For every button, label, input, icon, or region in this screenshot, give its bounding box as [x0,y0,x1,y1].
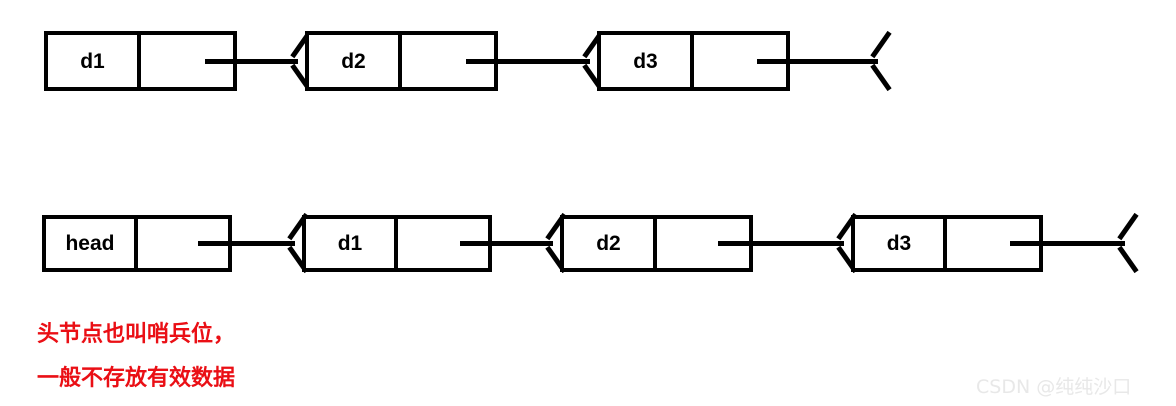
arrow-shaft [757,59,878,64]
node-row2-d2: d2 [560,215,753,272]
node-data-cell: d2 [564,219,657,268]
arrow-shaft [1010,241,1125,246]
node-label: d1 [80,49,105,73]
node-row1-d1: d1 [44,31,237,91]
arrow-shaft [466,59,590,64]
node-data-cell: d3 [601,35,694,87]
node-row2-head: head [42,215,232,272]
node-data-cell: d1 [48,35,141,87]
node-label: d2 [596,232,621,255]
arrow-head-lower [870,63,892,92]
arrow-shaft [205,59,298,64]
node-data-cell: d3 [855,219,947,268]
node-data-cell: head [46,219,138,268]
arrow-head-upper [1117,212,1139,241]
csdn-watermark: CSDN @纯纯沙口 [976,376,1132,398]
arrow-shaft [718,241,844,246]
annotation-line-2: 一般不存放有效数据 [37,366,236,391]
node-label: d3 [633,49,658,73]
node-data-cell: d1 [306,219,398,268]
node-row2-d3: d3 [851,215,1043,272]
arrow-head-lower [1117,245,1139,274]
node-label: d2 [341,49,366,73]
annotation-line-1: 头节点也叫哨兵位， [37,322,236,347]
arrow-head-upper [870,30,892,59]
node-label: head [65,232,115,255]
arrow-shaft [198,241,295,246]
node-label: d1 [337,232,363,255]
node-label: d3 [886,232,912,255]
arrow-shaft [460,241,553,246]
node-data-cell: d2 [309,35,402,87]
